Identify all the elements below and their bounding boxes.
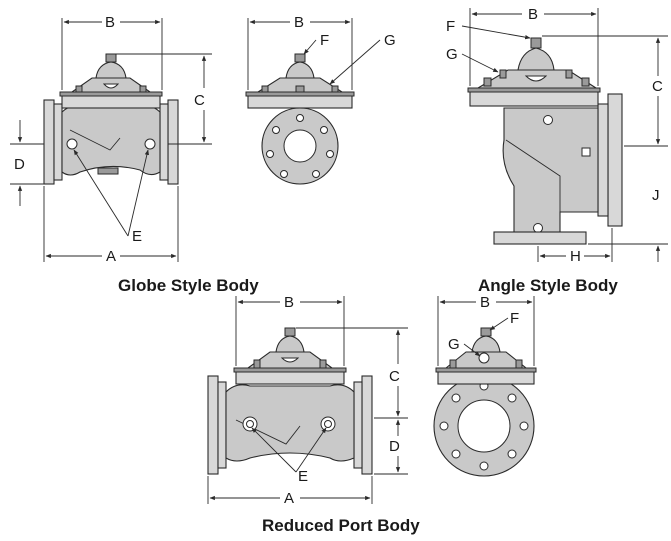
dim-label-E-reduced: E bbox=[298, 468, 308, 485]
dim-label-B-reduced: B bbox=[284, 294, 294, 311]
dim-label-B-end: B bbox=[294, 14, 304, 31]
dim-label-F-reduced: F bbox=[510, 310, 519, 327]
dim-label-A-reduced: A bbox=[284, 490, 294, 507]
dim-label-A: A bbox=[106, 248, 116, 265]
dim-label-C: C bbox=[194, 92, 205, 109]
reduced-port-side-view: B C D A E bbox=[207, 294, 408, 507]
caption-angle-style-body: Angle Style Body bbox=[478, 276, 618, 295]
dim-label-F: F bbox=[320, 32, 329, 49]
dim-label-J: J bbox=[652, 187, 660, 204]
dim-label-C-reduced: C bbox=[389, 368, 400, 385]
dim-label-G: G bbox=[384, 32, 396, 49]
dim-label-B: B bbox=[105, 14, 115, 31]
dim-label-C-angle: C bbox=[652, 78, 663, 95]
dim-label-G-reduced: G bbox=[448, 336, 460, 353]
angle-body-view: B F G C J H bbox=[446, 6, 668, 265]
caption-reduced-port-body: Reduced Port Body bbox=[262, 516, 420, 535]
globe-body-end-view: B F G bbox=[245, 14, 396, 185]
dim-label-F-angle: F bbox=[446, 18, 455, 35]
dim-label-H: H bbox=[570, 248, 581, 265]
dim-label-G-angle: G bbox=[446, 46, 458, 63]
dim-label-D: D bbox=[14, 156, 25, 173]
dim-label-D-reduced: D bbox=[389, 438, 400, 455]
dim-label-B-reduced-end: B bbox=[480, 294, 490, 311]
globe-body-side-view: B C D A E bbox=[10, 14, 212, 265]
caption-globe-style-body: Globe Style Body bbox=[118, 276, 259, 295]
reduced-port-end-view: B F G bbox=[433, 294, 537, 477]
dim-label-B-angle: B bbox=[528, 6, 538, 23]
dim-label-E: E bbox=[132, 228, 142, 245]
